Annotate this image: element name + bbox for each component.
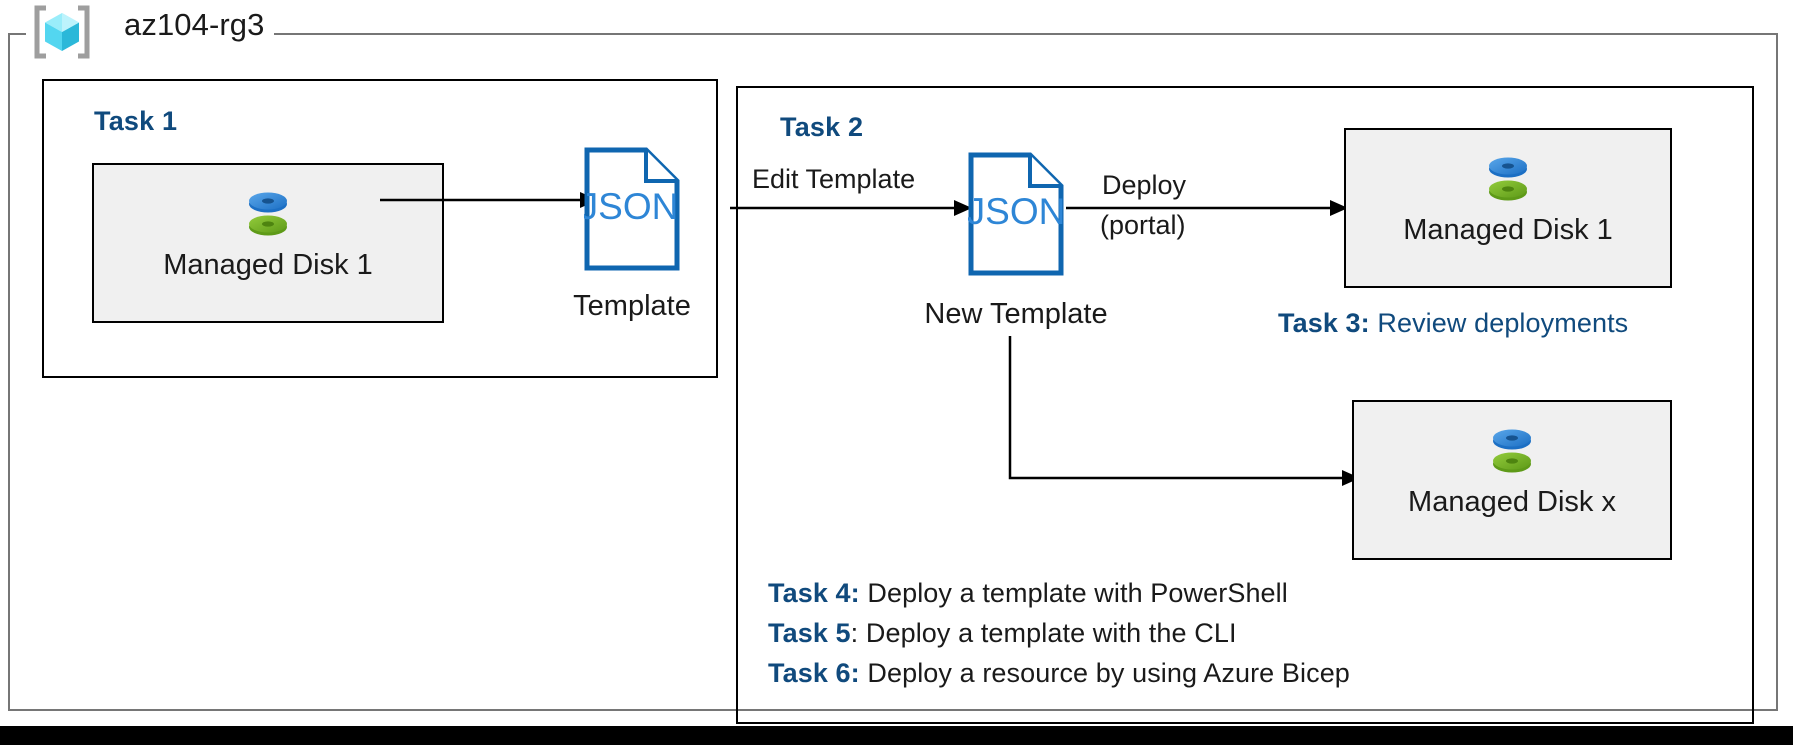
task-1-heading: Task 1: [94, 106, 178, 136]
task-6-note: Task 6: Deploy a resource by using Azure…: [768, 658, 1350, 689]
rg-frame-left-edge: [8, 33, 10, 711]
svg-text:JSON: JSON: [584, 186, 678, 227]
task-3-note: Task 3: Review deployments: [1278, 308, 1628, 339]
managed-disk-x-caption: Managed Disk x: [1408, 486, 1616, 518]
deploy-portal-arrow: [1066, 200, 1348, 216]
task-6-description: Deploy a resource by using Azure Bicep: [867, 658, 1350, 688]
edit-template-arrow: [730, 200, 972, 216]
task-5-separator: :: [850, 618, 866, 648]
bottom-black-bar: [0, 726, 1793, 745]
json-template-icon: JSON: [580, 147, 680, 271]
managed-disk-1-resource-box: Managed Disk 1: [92, 163, 444, 323]
rg-frame-bottom-edge: [8, 709, 1778, 711]
template-caption: Template: [573, 290, 691, 322]
deployed-managed-disk-1-caption: Managed Disk 1: [1403, 214, 1613, 246]
deploy-scaled-disk-connector: [1008, 336, 1360, 486]
json-new-template-icon: JSON: [967, 152, 1065, 276]
managed-disk-icon: [1481, 419, 1543, 481]
task-4-description: Deploy a template with PowerShell: [867, 578, 1288, 608]
task-4-note: Task 4: Deploy a template with PowerShel…: [768, 578, 1288, 609]
svg-text:JSON: JSON: [968, 191, 1064, 232]
edit-template-label: Edit Template: [752, 164, 916, 194]
task-4-key: Task 4:: [768, 578, 860, 608]
managed-disk-icon: [237, 182, 299, 244]
task-3-description: Review deployments: [1377, 308, 1629, 338]
export-template-arrow: [380, 192, 598, 208]
deployed-managed-disk-1-box: Managed Disk 1: [1344, 128, 1672, 288]
managed-disk-1-caption: Managed Disk 1: [163, 249, 373, 281]
task-3-key: Task 3:: [1278, 308, 1370, 338]
managed-disk-x-box: Managed Disk x: [1352, 400, 1672, 560]
rg-frame-right-edge: [1776, 33, 1778, 711]
rg-frame-top-left-stub: [8, 33, 26, 35]
deploy-portal-sublabel: (portal): [1100, 210, 1186, 240]
task-1-group-box: [42, 79, 718, 378]
task-5-key: Task 5: [768, 618, 851, 648]
task-5-note: Task 5: Deploy a template with the CLI: [768, 618, 1237, 649]
managed-disk-icon: [1477, 147, 1539, 209]
task-6-key: Task 6:: [768, 658, 860, 688]
new-template-caption: New Template: [924, 298, 1108, 330]
task-2-heading: Task 2: [780, 112, 864, 142]
task-2-group-box: [736, 86, 1754, 724]
rg-frame-top-right: [274, 33, 1778, 35]
resource-group-label: az104-rg3: [124, 7, 265, 42]
azure-resource-group-cube-icon: [32, 4, 92, 60]
task-5-description: Deploy a template with the CLI: [865, 618, 1237, 648]
deploy-label: Deploy: [1102, 170, 1187, 200]
